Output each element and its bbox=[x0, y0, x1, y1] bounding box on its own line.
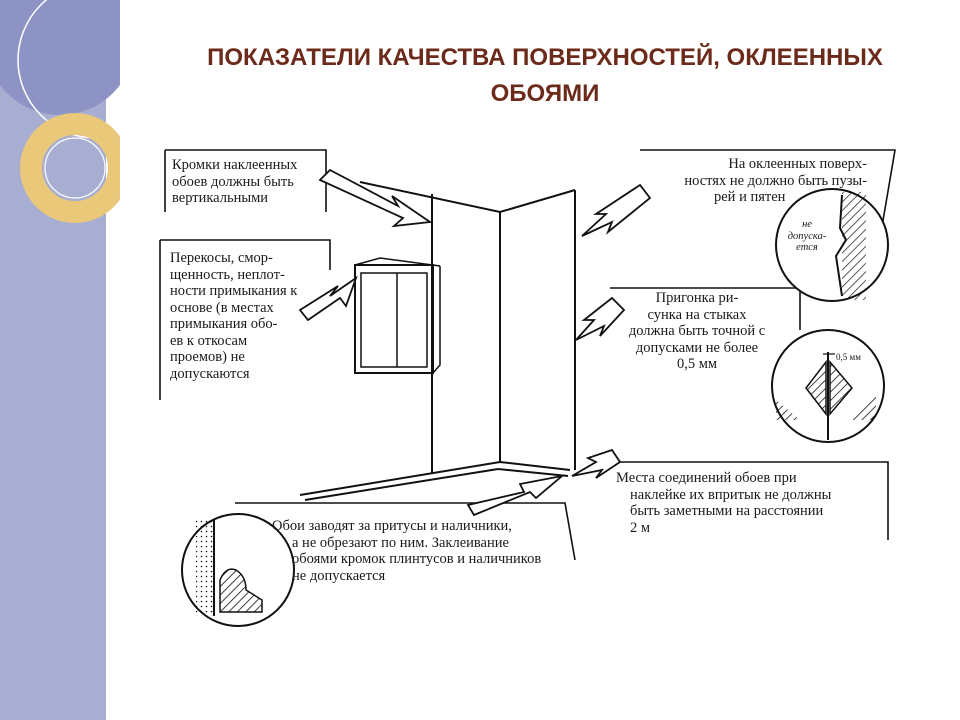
callout-frame-trims bbox=[235, 502, 576, 561]
callout-frame-joints bbox=[610, 461, 889, 540]
arrow-skews-icon bbox=[298, 275, 358, 322]
inset-pattern bbox=[771, 329, 885, 443]
note-vertical-edges: Кромки наклеенных обоев должны быть верт… bbox=[172, 157, 297, 207]
inset-tolerance-label: 0,5 мм bbox=[836, 352, 861, 362]
note-line: Места соединений обоев при bbox=[616, 470, 797, 486]
gold-ring-shape bbox=[20, 113, 120, 223]
slide-title: ПОКАЗАТЕЛИ КАЧЕСТВА ПОВЕРХНОСТЕЙ, ОКЛЕЕН… bbox=[150, 40, 940, 112]
callout-frame-skews-top bbox=[160, 239, 331, 270]
window-inner-frame bbox=[360, 272, 428, 368]
inset-not-allowed-label: не допуска- ется bbox=[779, 219, 835, 254]
arrow-edges-icon bbox=[318, 168, 433, 228]
note-line: обоев должны быть bbox=[172, 173, 294, 190]
inset-label-line: не bbox=[802, 219, 812, 230]
note-line: ностях не должно быть пузы- bbox=[684, 172, 867, 189]
inset-label-line: ется bbox=[796, 242, 818, 253]
baseboard-line bbox=[304, 467, 569, 501]
note-line: 0,5 мм bbox=[676, 356, 718, 372]
note-line: На оклеенных поверх- bbox=[728, 156, 867, 172]
inset-label-line: допуска- bbox=[787, 230, 827, 242]
note-line: вертикальными bbox=[172, 190, 269, 206]
title-line-2: ОБОЯМИ bbox=[490, 80, 600, 107]
note-pattern-match: Пригонка ри- сунка на стыках должна быть… bbox=[612, 290, 782, 373]
arrow-bubbles-icon bbox=[581, 183, 652, 237]
floor-line bbox=[299, 460, 571, 496]
note-line: а не обрезают по ним. Заклеивание bbox=[292, 534, 509, 551]
note-line: не допускается bbox=[292, 567, 386, 584]
note-line: сунка на стыках bbox=[647, 306, 747, 323]
inset-bubbles bbox=[775, 188, 889, 302]
note-no-bubbles: На оклеенных поверх- ностях не должно бы… bbox=[652, 156, 867, 206]
inset-label-line: 0,5 мм bbox=[836, 352, 861, 362]
note-line: допускаются bbox=[170, 365, 250, 382]
note-line: быть заметными на расстоянии bbox=[630, 503, 824, 519]
callout-frame-bubbles bbox=[640, 149, 896, 251]
inset-trims bbox=[181, 513, 295, 627]
note-line: Пригонка ри- bbox=[655, 290, 739, 306]
note-line: щенность, неплот- bbox=[170, 266, 285, 283]
note-line: примыкания обо- bbox=[170, 316, 278, 332]
note-line: обоями кромок плинтусов и наличников bbox=[292, 551, 542, 567]
note-line: должна быть точной с bbox=[628, 323, 766, 339]
note-joints: Места соединений обоев при наклейке их в… bbox=[616, 470, 831, 536]
note-line: 2 м bbox=[630, 519, 651, 536]
arrow-pattern-icon bbox=[575, 296, 626, 341]
title-line-1: ПОКАЗАТЕЛИ КАЧЕСТВА ПОВЕРХНОСТЕЙ, ОКЛЕЕН… bbox=[207, 44, 883, 71]
window-reveal-side bbox=[432, 266, 441, 374]
note-line: ности примыкания к bbox=[170, 283, 298, 299]
note-line: основе (в местах bbox=[170, 299, 274, 316]
note-line: наклейке их впритык не должны bbox=[630, 486, 832, 503]
note-line: Кромки наклеенных bbox=[172, 157, 298, 173]
callout-frame-edges bbox=[165, 149, 327, 212]
dark-circle-shape bbox=[0, 0, 120, 115]
arrow-trims-icon bbox=[466, 474, 566, 517]
ring-inner-line bbox=[44, 137, 106, 199]
note-line: рей и пятен bbox=[714, 189, 786, 205]
note-line: ев к откосам bbox=[170, 332, 248, 349]
note-line: Обои заводят за притусы и наличники, bbox=[272, 518, 512, 534]
note-line: проемов) не bbox=[170, 349, 245, 365]
note-line: Перекосы, смор- bbox=[170, 250, 273, 266]
arrow-joints-icon bbox=[571, 448, 622, 479]
decorative-rings bbox=[0, 0, 120, 223]
note-skews: Перекосы, смор- щенность, неплот- ности … bbox=[170, 250, 297, 382]
window-frame bbox=[354, 264, 434, 374]
note-line: допусками не более bbox=[635, 339, 759, 356]
window-reveal bbox=[354, 257, 441, 267]
note-trims: Обои заводят за притусы и наличники, а н… bbox=[272, 518, 541, 584]
